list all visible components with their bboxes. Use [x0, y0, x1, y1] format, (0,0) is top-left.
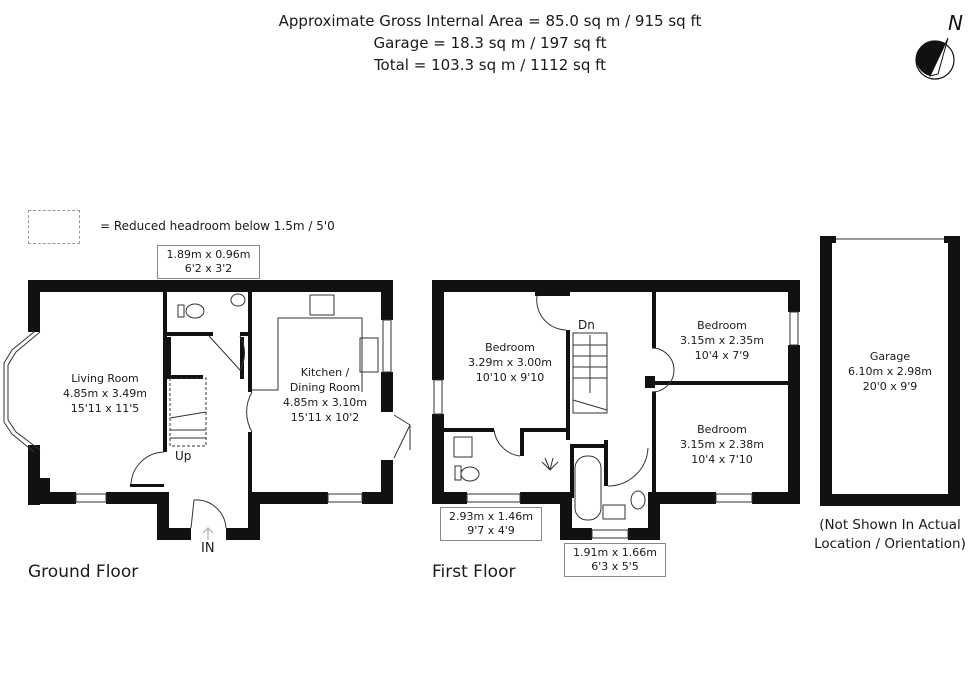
room-metric: 3.29m x 3.00m [468, 356, 552, 369]
area-summary: Approximate Gross Internal Area = 85.0 s… [0, 10, 980, 76]
wc-imperial: 6'2 x 3'2 [184, 262, 233, 275]
room-name: Bedroom [697, 423, 747, 436]
stairs-down-label: Dn [578, 318, 595, 332]
room-name: Garage [869, 350, 911, 363]
room-metric: 4.85m x 3.49m [63, 387, 147, 400]
room-metric: 4.85m x 3.10m [283, 396, 367, 409]
room-metric: 6.10m x 2.98m [848, 365, 932, 378]
bathroom-metric: 1.91m x 1.66m [573, 546, 657, 559]
room-name: Bedroom [697, 319, 747, 332]
bathroom-dimensions: 1.91m x 1.66m 6'3 x 5'5 [564, 543, 666, 577]
bedroom-1-label: Bedroom 3.29m x 3.00m 10'10 x 9'10 [450, 340, 570, 385]
room-name-2: Dining Room [289, 381, 361, 394]
ensuite-dimensions: 2.93m x 1.46m 9'7 x 4'9 [440, 507, 542, 541]
ensuite-metric: 2.93m x 1.46m [449, 510, 533, 523]
living-room-label: Living Room 4.85m x 3.49m 15'11 x 11'5 [50, 371, 160, 416]
room-name: Kitchen / [300, 366, 350, 379]
wc-dimensions: 1.89m x 0.96m 6'2 x 3'2 [157, 245, 260, 279]
garage-note: (Not Shown In Actual Location / Orientat… [800, 516, 980, 554]
room-imperial: 15'11 x 11'5 [70, 402, 140, 415]
stairs-up-label: Up [175, 449, 192, 463]
room-metric: 3.15m x 2.38m [680, 438, 764, 451]
entrance-label: IN [201, 541, 215, 556]
reduced-headroom-swatch [28, 210, 80, 244]
note-line-2: Location / Orientation) [814, 536, 966, 552]
room-imperial: 10'4 x 7'9 [694, 349, 750, 362]
room-imperial: 15'11 x 10'2 [290, 411, 360, 424]
room-imperial: 10'4 x 7'10 [691, 453, 753, 466]
wc-metric: 1.89m x 0.96m [166, 248, 251, 261]
room-metric: 3.15m x 2.35m [680, 334, 764, 347]
ensuite-imperial: 9'7 x 4'9 [467, 524, 515, 537]
ground-floor-title: Ground Floor [28, 562, 139, 582]
bedroom-2-label: Bedroom 3.15m x 2.35m 10'4 x 7'9 [662, 318, 782, 363]
north-arrow-icon: N [910, 8, 970, 87]
garage-area: Garage = 18.3 sq m / 197 sq ft [373, 34, 607, 52]
total-area: Total = 103.3 sq m / 1112 sq ft [373, 56, 607, 74]
room-imperial: 20'0 x 9'9 [862, 380, 918, 393]
legend-text: = Reduced headroom below 1.5m / 5'0 [100, 219, 335, 233]
bathroom-imperial: 6'3 x 5'5 [591, 560, 639, 573]
garage-label: Garage 6.10m x 2.98m 20'0 x 9'9 [832, 349, 948, 394]
kitchen-dining-label: Kitchen / Dining Room 4.85m x 3.10m 15'1… [270, 365, 380, 425]
first-floor-title: First Floor [432, 562, 516, 582]
room-imperial: 10'10 x 9'10 [475, 371, 545, 384]
svg-text:N: N [948, 11, 963, 35]
note-line-1: (Not Shown In Actual [819, 517, 961, 533]
room-name: Living Room [71, 372, 139, 385]
gross-internal-area: Approximate Gross Internal Area = 85.0 s… [278, 12, 702, 30]
bedroom-3-label: Bedroom 3.15m x 2.38m 10'4 x 7'10 [662, 422, 782, 467]
room-name: Bedroom [485, 341, 535, 354]
